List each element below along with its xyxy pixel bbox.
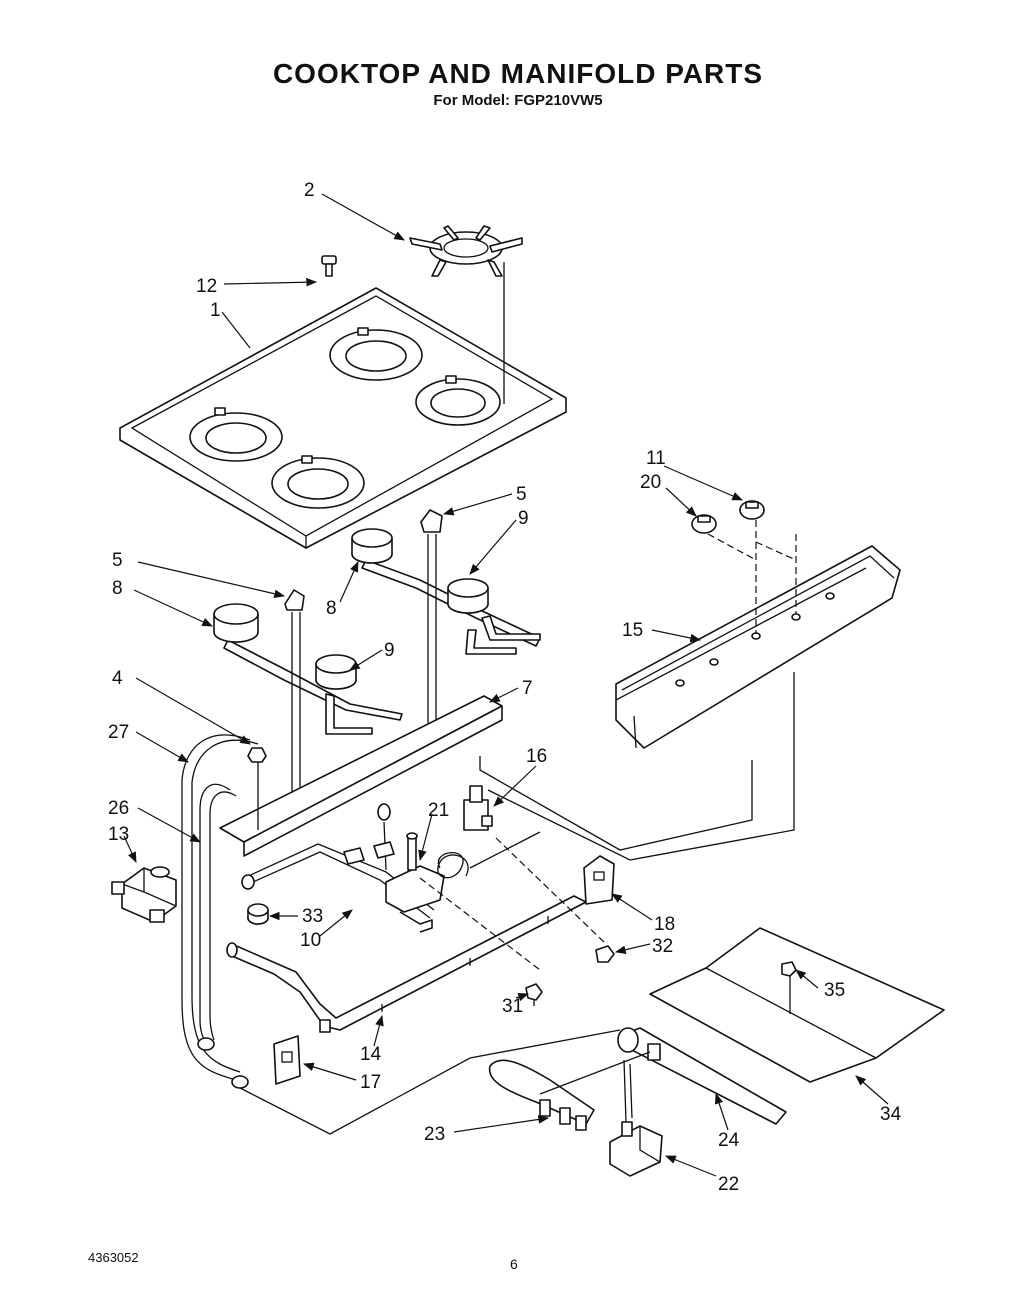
callout-7: 7 [522, 678, 533, 699]
cooktop-burner-opening-rf [415, 375, 501, 426]
callout-24: 24 [718, 1130, 740, 1151]
callout-5-left: 5 [112, 550, 123, 571]
manifold-pipe [226, 895, 587, 1031]
burner-assembly-right [351, 528, 541, 655]
screw-part-32 [595, 945, 615, 963]
model-subtitle: For Model: FGP210VW5 [433, 92, 603, 109]
callout-34: 34 [880, 1104, 902, 1125]
cooktop-burner-opening-lr [189, 407, 283, 462]
callout-15: 15 [622, 620, 643, 641]
callout-11: 11 [646, 448, 666, 469]
manifold-bracket-part-17 [273, 1019, 331, 1085]
spacer-part-33 [247, 903, 269, 925]
broiler-baffle-part-34 [649, 927, 945, 1083]
page-title: COOKTOP AND MANIFOLD PARTS [272, 58, 764, 89]
callout-16: 16 [526, 746, 547, 767]
callout-17: 17 [360, 1072, 381, 1093]
burner-head-8-right [351, 528, 393, 564]
burner-head-9-left [315, 654, 357, 690]
nut-part-35 [781, 961, 797, 1014]
callout-21: 21 [428, 800, 449, 821]
callout-1: 1 [210, 300, 221, 321]
burner-head-9-right [447, 578, 489, 614]
screw-part-31 [525, 983, 543, 1006]
callout-18: 18 [654, 914, 675, 935]
broiler-burner-part-24 [617, 1027, 787, 1125]
callout-13: 13 [108, 824, 129, 845]
document-number: 4363052 [88, 1250, 139, 1265]
callout-35: 35 [824, 980, 845, 1001]
burner-clip-left [284, 589, 305, 611]
manifold-panel [615, 545, 901, 749]
burner-assembly-left [213, 603, 403, 735]
cooktop-burner-opening-lf [271, 455, 365, 509]
nut-part-4 [247, 747, 267, 830]
callout-31: 31 [502, 996, 523, 1017]
callout-2: 2 [304, 180, 315, 201]
callout-9-right: 9 [518, 508, 529, 529]
burner-grate [409, 225, 523, 404]
callout-26: 26 [108, 798, 129, 819]
callout-8-left: 8 [112, 578, 123, 599]
callout-8-right: 8 [326, 598, 337, 619]
oven-burner-part-23 [488, 1059, 595, 1131]
safety-valve-part-22 [609, 1121, 663, 1177]
page-number: 6 [510, 1256, 518, 1272]
control-knob-part-11 [739, 500, 765, 520]
callout-9-left: 9 [384, 640, 395, 661]
screw-part-12 [321, 255, 337, 277]
burner-head-8-left [213, 603, 259, 643]
manifold-bracket-part-18 [583, 855, 615, 905]
callout-5-right: 5 [516, 484, 527, 505]
callout-14: 14 [360, 1044, 382, 1065]
callout-22: 22 [718, 1174, 739, 1195]
pressure-regulator [111, 866, 177, 923]
cooktop-panel [119, 287, 567, 550]
gas-tubing [181, 734, 259, 1089]
callout-20: 20 [640, 472, 661, 493]
callout-33: 33 [302, 906, 323, 927]
cooktop-burner-opening-rr [329, 327, 423, 381]
callout-4: 4 [112, 668, 123, 689]
burner-support-bracket [219, 695, 503, 857]
callout-10: 10 [300, 930, 321, 951]
callout-23: 23 [424, 1124, 445, 1145]
oven-valve-part-21 [385, 831, 541, 933]
callout-12: 12 [196, 276, 217, 297]
thermostat-part-16 [463, 785, 493, 831]
callout-27: 27 [108, 722, 129, 743]
burner-clip-right [420, 509, 443, 533]
control-knob-part-20 [691, 514, 717, 534]
callout-32: 32 [652, 936, 673, 957]
